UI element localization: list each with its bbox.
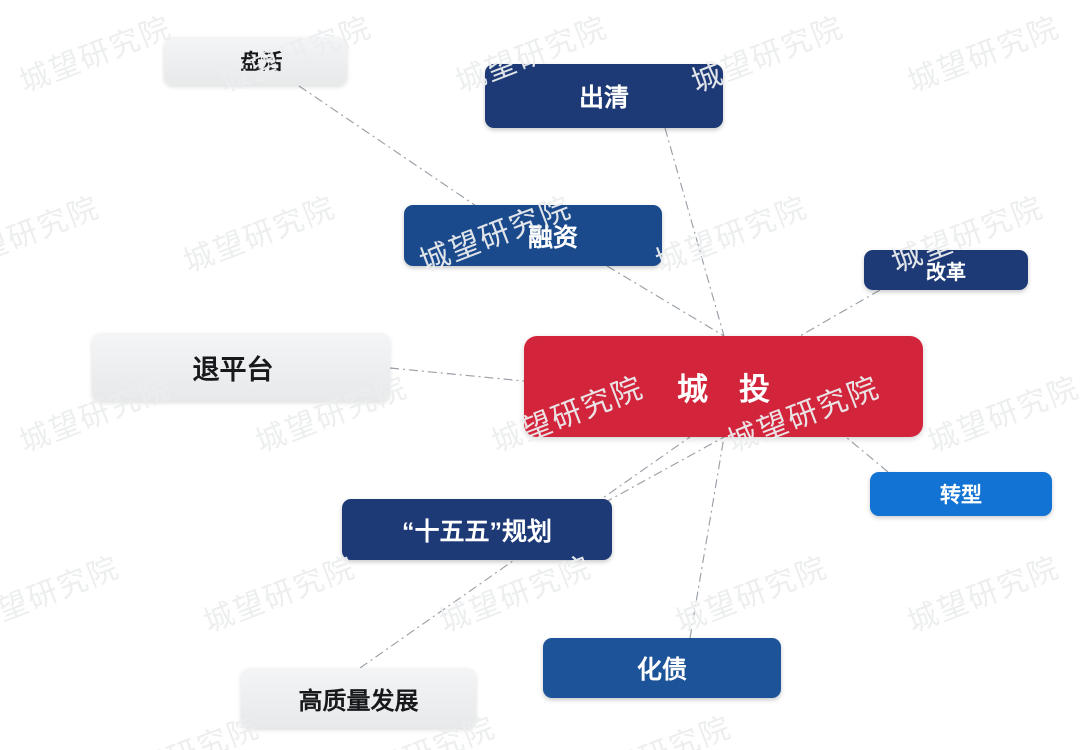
link-shiwuwu	[603, 436, 725, 504]
link-chuqing	[664, 127, 725, 337]
link-huazhai	[689, 436, 725, 639]
node-huazhai[interactable]: 化债	[543, 638, 781, 698]
node-label: 盘活	[240, 51, 283, 74]
node-label: 化债	[636, 656, 687, 684]
node-center[interactable]: 城 投	[524, 336, 923, 437]
node-label: 高质量发展	[298, 687, 419, 715]
node-chuqing[interactable]: 出清	[485, 64, 723, 128]
node-rongzi[interactable]: 融资	[404, 205, 662, 266]
link-gaige	[799, 289, 881, 337]
link-panhuo	[298, 85, 486, 213]
link-zhuanxing	[845, 436, 889, 473]
node-tuipingtai[interactable]: 退平台	[92, 333, 390, 401]
node-label: 转型	[940, 484, 982, 507]
node-label: 改革	[926, 261, 966, 284]
node-zhuanxing[interactable]: 转型	[870, 472, 1052, 516]
link-tuipingtai	[389, 367, 525, 382]
node-label: 融资	[527, 223, 578, 252]
node-gaige[interactable]: 改革	[864, 250, 1028, 290]
node-shiwuwu[interactable]: “十五五”规划	[342, 499, 612, 560]
node-label: 退平台	[192, 354, 274, 385]
node-gaozhiliang[interactable]: 高质量发展	[241, 668, 476, 728]
node-label: 城 投	[677, 372, 770, 407]
node-panhuo[interactable]: 盘活	[164, 37, 347, 85]
node-label: 出清	[578, 84, 629, 112]
node-label: “十五五”规划	[401, 517, 552, 546]
link-rongzi	[606, 265, 725, 337]
